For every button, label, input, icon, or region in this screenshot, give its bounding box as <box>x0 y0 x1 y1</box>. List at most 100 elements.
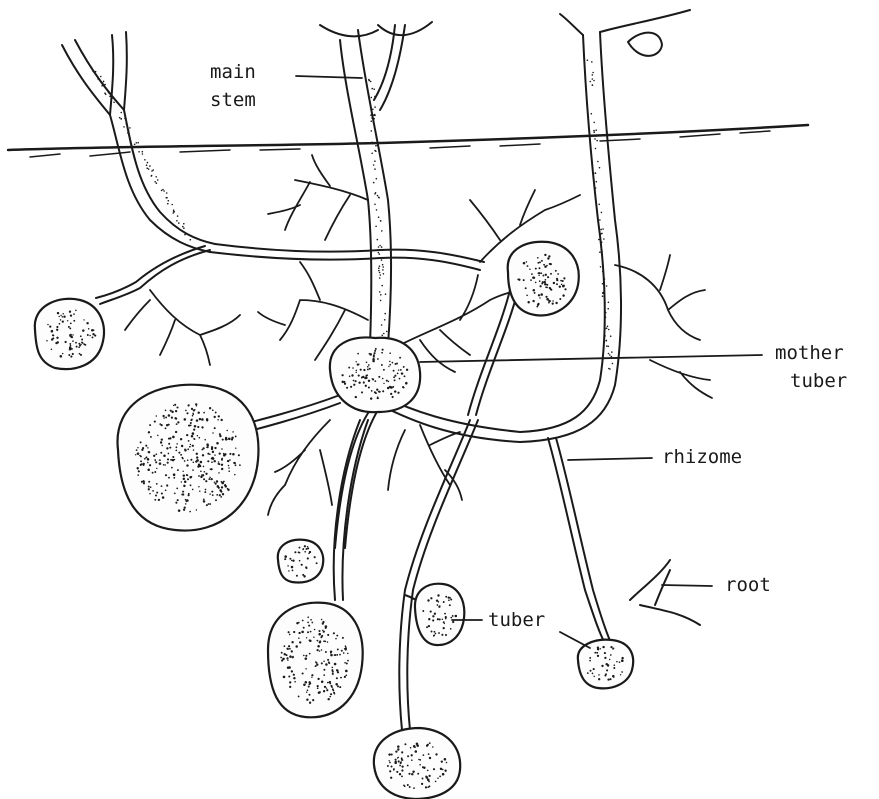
stipple-dot <box>189 511 191 513</box>
stipple-dot <box>336 654 338 656</box>
stipple-dot <box>137 468 139 470</box>
stipple-dot <box>370 397 372 399</box>
stipple-dot <box>346 663 348 665</box>
stipple-dot <box>432 746 434 748</box>
stipple-dot <box>601 242 603 244</box>
stipple-dot <box>165 409 167 411</box>
stipple-dot <box>397 757 399 759</box>
stipple-dot <box>325 663 328 666</box>
stipple-dot <box>323 690 325 692</box>
stipple-dot <box>603 273 605 275</box>
stipple-dot <box>607 326 609 328</box>
stipple-dot <box>381 364 383 366</box>
stipple-dot <box>62 313 64 315</box>
stipple-dot <box>360 369 362 371</box>
stipple-dot <box>561 284 563 286</box>
stipple-dot <box>533 289 536 292</box>
stipple-dot <box>369 353 372 356</box>
stipple-dot <box>439 776 441 778</box>
stipple-dot <box>523 279 525 281</box>
stipple-dot <box>298 637 300 639</box>
stipple-dot <box>281 652 283 654</box>
stipple-dot <box>104 92 106 94</box>
stipple-dot <box>70 356 72 358</box>
stipple-dot <box>374 391 376 393</box>
stipple-dot <box>293 677 295 679</box>
stipple-dot <box>372 358 375 361</box>
stipple-dot <box>602 271 604 273</box>
stipple-dot <box>444 758 447 761</box>
stipple-dot <box>370 81 372 83</box>
stipple-dot <box>423 754 425 756</box>
stipple-dot <box>379 245 381 247</box>
stipple-dot <box>592 84 594 86</box>
stipple-dot <box>310 619 312 621</box>
stipple-dot <box>291 560 292 561</box>
stipple-dot <box>381 335 383 337</box>
stipple-dot <box>184 460 186 462</box>
stipple-dot <box>382 264 384 266</box>
stipple-dot <box>383 333 385 335</box>
stipple-dot <box>428 625 430 627</box>
stipple-dot <box>205 480 207 482</box>
stipple-dot <box>69 311 71 313</box>
stipple-dot <box>621 657 623 659</box>
stipple-dot <box>616 661 618 663</box>
stipple-dot <box>323 631 325 633</box>
stipple-dot <box>294 551 296 553</box>
stipple-dot <box>212 409 214 411</box>
stipple-dot <box>306 567 308 569</box>
stipple-dot <box>317 685 319 687</box>
stipple-dot <box>374 168 376 170</box>
stipple-dot <box>200 476 202 478</box>
stipple-dot <box>428 775 430 777</box>
stipple-dot <box>353 380 355 382</box>
stipple-dot <box>109 96 111 98</box>
stipple-dot <box>143 482 145 484</box>
stipple-dot <box>401 757 403 759</box>
stipple-dot <box>148 488 150 490</box>
stipple-dot <box>415 750 418 753</box>
stipple-dot <box>547 257 549 259</box>
stipple-dot <box>372 378 373 379</box>
stipple-dot <box>143 480 144 481</box>
stipple-dot <box>155 176 157 178</box>
stipple-dot <box>410 747 412 749</box>
stipple-dot <box>602 646 604 648</box>
stipple-dot <box>62 320 64 322</box>
stipple-dot <box>123 126 125 128</box>
stipple-dot <box>591 61 593 63</box>
stipple-dot <box>549 263 551 265</box>
stipple-dot <box>611 351 613 353</box>
stipple-dot <box>379 253 381 255</box>
stipple-dot <box>532 276 535 279</box>
stipple-dot <box>606 345 608 347</box>
stipple-dot <box>525 287 527 289</box>
stipple-dot <box>317 640 319 642</box>
stipple-dot <box>228 470 230 472</box>
stipple-dot <box>444 770 446 772</box>
stipple-dot <box>445 596 447 598</box>
stipple-dot <box>60 355 63 358</box>
stipple-dot <box>228 467 230 469</box>
stipple-dot <box>213 460 215 462</box>
stipple-dot <box>381 230 383 232</box>
stipple-dot <box>176 488 178 490</box>
stipple-dot <box>218 415 220 417</box>
stipple-dot <box>382 349 384 351</box>
stipple-dot <box>306 698 308 700</box>
stipple-dot <box>146 164 148 166</box>
stipple-dot <box>222 493 224 495</box>
stipple-dot <box>397 745 400 748</box>
stipple-dot <box>223 453 224 454</box>
stipple-dot <box>609 354 611 356</box>
label-root: root <box>725 574 771 596</box>
stipple-dot <box>303 683 306 686</box>
stipple-dot <box>416 744 419 747</box>
stipple-dot <box>199 491 200 492</box>
stipple-dot <box>147 462 149 464</box>
stipple-dot <box>602 295 604 297</box>
stipple-dot <box>423 767 425 769</box>
stipple-dot <box>593 122 595 124</box>
stipple-dot <box>546 298 549 301</box>
